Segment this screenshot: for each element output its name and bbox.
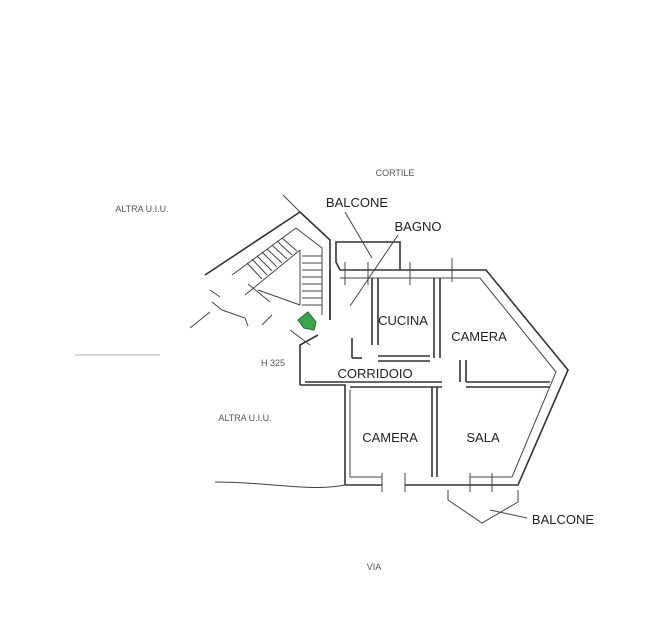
label-corridoio: CORRIDOIO <box>337 366 412 381</box>
label-balcone-top: BALCONE <box>326 195 388 210</box>
staircase <box>189 194 331 346</box>
entrance-arrow-icon <box>297 311 317 331</box>
balcone-bottom-outline <box>447 490 519 524</box>
leader-lines <box>344 211 528 519</box>
label-camera-left: CAMERA <box>362 430 418 445</box>
street-lines <box>75 354 346 488</box>
label-sala: SALA <box>466 430 500 445</box>
label-altra-uiu-bottom: ALTRA U.I.U. <box>218 413 271 423</box>
windows <box>344 258 493 492</box>
label-height: H 325 <box>261 358 285 368</box>
interior-walls <box>305 278 550 477</box>
label-camera-right: CAMERA <box>451 329 507 344</box>
label-bagno: BAGNO <box>395 219 442 234</box>
label-via: VIA <box>367 562 382 572</box>
label-cucina: CUCINA <box>378 313 428 328</box>
outer-walls <box>299 241 569 486</box>
label-balcone-bottom: BALCONE <box>532 512 594 527</box>
label-altra-uiu-top: ALTRA U.I.U. <box>115 204 168 214</box>
label-cortile: CORTILE <box>376 168 415 178</box>
